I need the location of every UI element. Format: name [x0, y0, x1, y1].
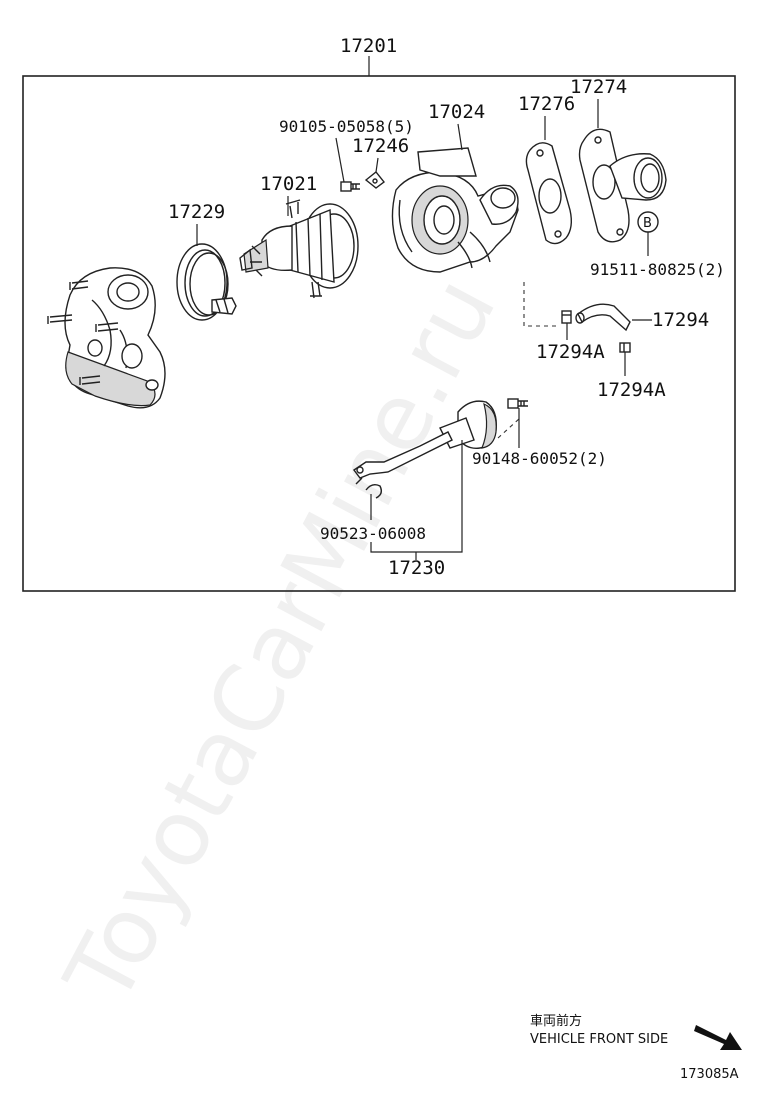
leader-90105-05058 [335, 137, 345, 183]
label-90523-06008: 90523-06008 [320, 524, 426, 543]
v-band-clamp-17229[interactable] [176, 243, 237, 321]
bolt-90148-60052[interactable] [507, 398, 528, 409]
direction-label-jp: 車両前方 [530, 1013, 582, 1029]
label-90105-05058: 90105-05058(5) [279, 117, 414, 136]
plate-17246[interactable] [364, 171, 385, 189]
bolt-marker-b: B [637, 211, 659, 233]
outlet-elbow-17274[interactable] [578, 128, 667, 243]
figure-id: 173085A [680, 1067, 739, 1082]
turbo-cartridge-17021[interactable] [239, 199, 359, 299]
bolt-90105-05058[interactable] [340, 181, 360, 192]
label-17024: 17024 [428, 101, 485, 123]
arrow-icon [694, 1025, 742, 1050]
wastegate-actuator-17230[interactable] [352, 400, 497, 485]
label-17294a-upper: 17294A [536, 341, 605, 363]
direction-label-en: VEHICLE FRONT SIDE [530, 1032, 668, 1047]
label-17246: 17246 [352, 135, 409, 157]
svg-text:B: B [643, 216, 652, 231]
label-17021: 17021 [260, 173, 317, 195]
label-17201: 17201 [340, 35, 397, 57]
turbine-outlet-flange[interactable] [47, 267, 166, 409]
leader-17024 [457, 123, 463, 151]
label-90148-60052: 90148-60052(2) [472, 449, 607, 468]
hose-17294[interactable] [575, 303, 631, 332]
label-17274: 17274 [570, 76, 627, 98]
turbine-housing-17024[interactable] [391, 147, 519, 273]
label-17294a-lower: 17294A [597, 379, 666, 401]
dashed-connector-hose [523, 282, 560, 327]
label-17229: 17229 [168, 201, 225, 223]
hose-clip-17294a-upper[interactable] [561, 310, 572, 324]
assembly-frame [22, 75, 736, 592]
leader-17246 [375, 157, 379, 173]
gasket-17276[interactable] [525, 142, 573, 245]
label-17294: 17294 [652, 309, 709, 331]
dashed-connector-actuator [497, 417, 521, 439]
clip-90523-06008[interactable] [365, 483, 383, 499]
hose-clip-17294a-lower[interactable] [619, 342, 631, 353]
label-17230: 17230 [388, 557, 445, 579]
label-17276: 17276 [518, 93, 575, 115]
label-91511-80825: 91511-80825(2) [590, 260, 725, 279]
